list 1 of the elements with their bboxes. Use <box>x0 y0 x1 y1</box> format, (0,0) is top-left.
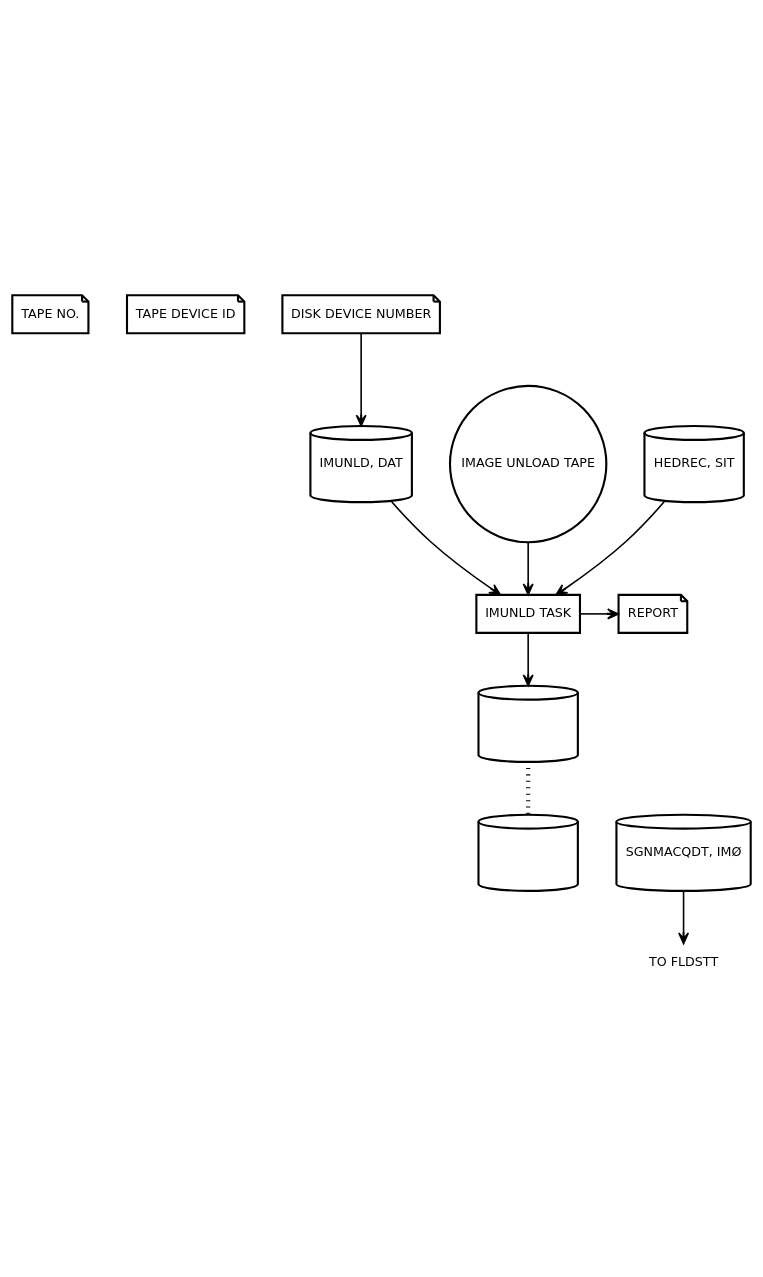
node-text: TO FLDSTT <box>648 954 719 970</box>
